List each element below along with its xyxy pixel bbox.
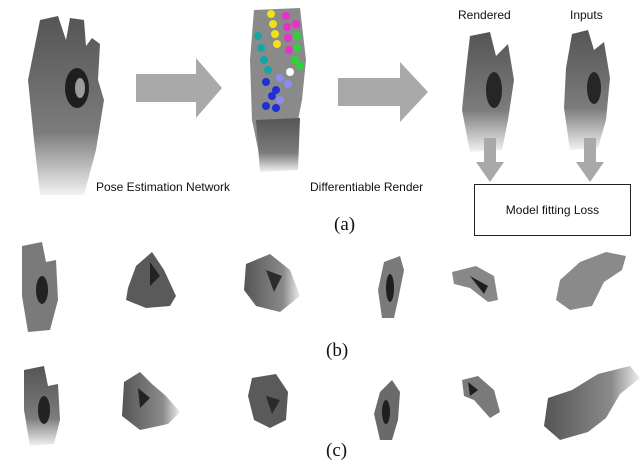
row-c-hand-5 (462, 376, 500, 418)
row-b-hand-2 (126, 252, 176, 308)
input-depth-hand (28, 16, 104, 195)
pose-estimation-label: Pose Estimation Network (96, 180, 231, 194)
arrow-down-rendered (476, 138, 504, 182)
row-b-hand-6 (556, 252, 626, 310)
arrow-right-2 (338, 62, 428, 122)
row-c-hand-6 (544, 366, 640, 440)
row-b-hands (22, 242, 626, 332)
row-c-hands (24, 366, 640, 446)
inputs-label: Inputs (570, 8, 603, 22)
row-c-hand-2 (122, 372, 180, 430)
keypoints (254, 10, 304, 112)
row-c-hand-3 (248, 374, 288, 428)
row-b-hand-1 (22, 242, 58, 332)
keypoint-hand (250, 8, 306, 172)
arrow-right-1 (136, 58, 222, 118)
model-fitting-loss-label: Model fitting Loss (505, 203, 600, 217)
rendered-hand (462, 32, 514, 152)
row-c-hand-4 (374, 380, 400, 440)
row-b-hand-5 (452, 266, 498, 302)
panel-a-label: (a) (334, 214, 356, 235)
differentiable-render-label: Differentiable Render (310, 180, 424, 194)
rendered-label: Rendered (458, 8, 511, 22)
inputs-hand (564, 30, 610, 150)
row-b-hand-4 (378, 256, 404, 318)
model-fitting-loss-box: Model fitting Loss (474, 184, 631, 236)
row-c-hand-1 (24, 366, 60, 446)
row-b-hand-3 (244, 254, 300, 312)
arrow-down-inputs (576, 138, 604, 182)
panel-b-label: (b) (326, 340, 349, 361)
panel-c-label: (c) (326, 440, 348, 461)
